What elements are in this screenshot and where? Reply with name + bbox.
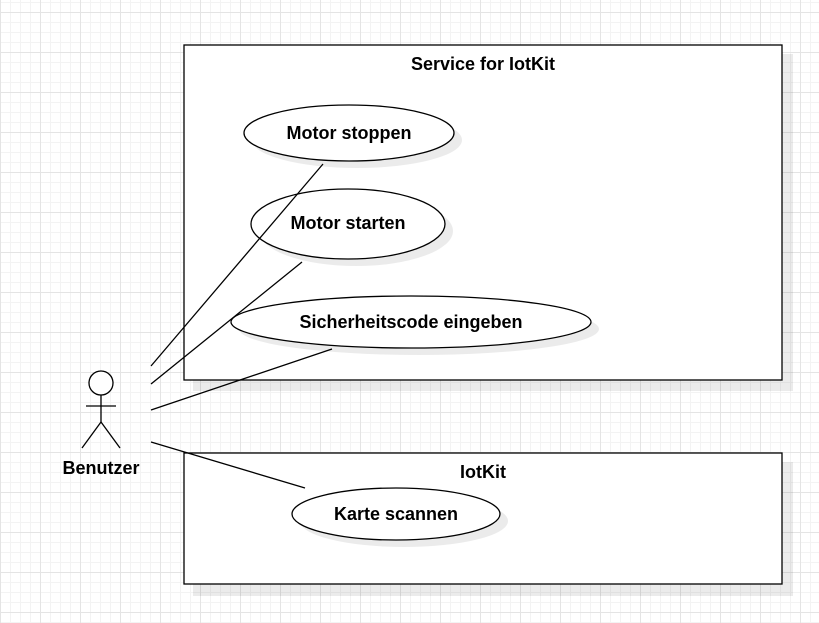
actor-benutzer[interactable]: Benutzer bbox=[62, 370, 140, 478]
use-case-label: Karte scannen bbox=[334, 504, 458, 524]
use-case-motor-stoppen[interactable]: Motor stoppen bbox=[243, 104, 462, 168]
use-case-label: Motor starten bbox=[290, 213, 405, 233]
use-case-motor-starten[interactable]: Motor starten bbox=[250, 188, 453, 266]
actor-stick-figure-icon bbox=[81, 370, 121, 449]
use-case-label: Motor stoppen bbox=[287, 123, 412, 143]
use-case-label: Sicherheitscode eingeben bbox=[299, 312, 522, 332]
association-line[interactable] bbox=[150, 163, 324, 367]
system-title-iotkit: IotKit bbox=[460, 462, 506, 482]
association-line[interactable] bbox=[150, 348, 333, 411]
use-case-sicherheitscode-eingeben[interactable]: Sicherheitscode eingeben bbox=[230, 295, 599, 355]
system-title-service: Service for IotKit bbox=[411, 54, 555, 74]
use-case-karte-scannen[interactable]: Karte scannen bbox=[291, 487, 508, 547]
association-line[interactable] bbox=[150, 261, 303, 385]
actor-label: Benutzer bbox=[62, 458, 139, 478]
association-line[interactable] bbox=[150, 441, 306, 489]
